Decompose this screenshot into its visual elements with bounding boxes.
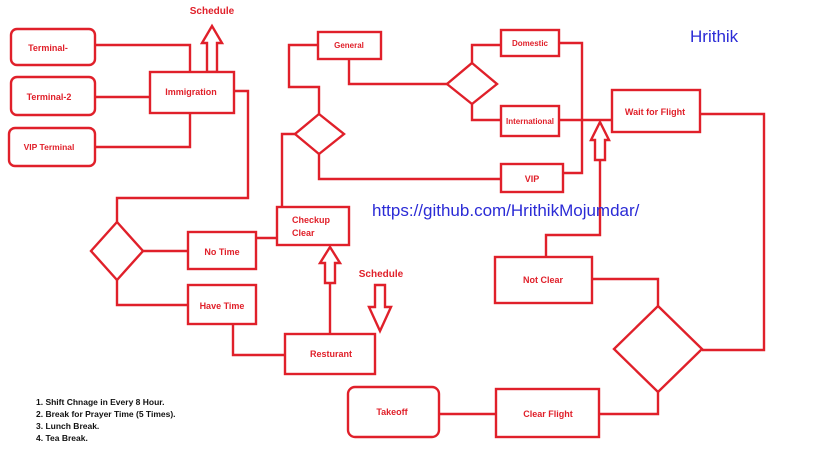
domestic-label: Domestic — [512, 39, 549, 48]
immigration-box — [148, 70, 236, 115]
clear-flight-box — [494, 387, 601, 439]
connector-domestic-wait — [559, 41, 584, 175]
note-item: 3. Lunch Break. — [36, 421, 100, 431]
connector-terminal1-immigration — [95, 43, 192, 72]
notes-list: 1. Shift Chnage in Every 8 Hour. 2. Brea… — [36, 396, 176, 444]
connector-not-clear-wait — [544, 160, 602, 257]
connector-general-type-decision — [347, 59, 447, 86]
checkup-clear-label-line2: Clear — [292, 228, 315, 238]
connector-wait-bottom-decision — [700, 112, 766, 352]
note-item: 2. Break for Prayer Time (5 Times). — [36, 409, 176, 419]
vip-terminal-box — [7, 126, 97, 168]
checkup-clear-box — [275, 205, 351, 247]
arrow-up-icon — [199, 23, 225, 74]
domestic-box — [499, 28, 561, 58]
time-decision-diamond — [89, 220, 145, 282]
connector-general-diamond — [287, 43, 321, 114]
connector-immigration-decision — [115, 89, 250, 222]
takeoff-box — [346, 385, 441, 439]
international-label: International — [506, 117, 554, 126]
clear-flight-label: Clear Flight — [523, 409, 573, 419]
schedule-mid-label: Schedule — [359, 269, 404, 280]
connector-decision-clear-flight — [599, 392, 660, 416]
schedule-top-label: Schedule — [190, 6, 235, 17]
nodes — [7, 27, 702, 439]
wait-for-flight-box — [610, 88, 702, 134]
vip-label: VIP — [525, 174, 540, 184]
immigration-label: Immigration — [165, 87, 217, 97]
terminal1-box — [9, 27, 97, 67]
connector-vip-terminal-immigration — [95, 113, 192, 149]
connector-decision-have-time — [115, 280, 188, 307]
connectors — [95, 41, 766, 416]
general-box — [316, 30, 383, 61]
terminal2-box — [9, 75, 97, 117]
no-time-label: No Time — [204, 247, 239, 257]
vip-box — [499, 162, 565, 194]
no-time-box — [186, 230, 258, 271]
arrow-down-icon — [367, 283, 393, 334]
resturant-box — [283, 332, 377, 376]
connector-have-time-resturant — [231, 324, 285, 357]
connector-decision-domestic — [470, 43, 501, 63]
clearance-decision-diamond — [612, 304, 704, 394]
note-item: 1. Shift Chnage in Every 8 Hour. — [36, 397, 165, 407]
passenger-decision-diamond — [293, 112, 346, 156]
not-clear-box — [493, 255, 594, 305]
note-item: 4. Tea Break. — [36, 433, 88, 443]
author-name: Hrithik — [690, 27, 739, 46]
international-box — [499, 104, 561, 138]
takeoff-label: Takeoff — [376, 407, 408, 417]
decisions — [89, 61, 704, 394]
github-url: https://github.com/HrithikMojumdar/ — [372, 201, 640, 220]
have-time-box — [186, 283, 258, 326]
flight-type-decision-diamond — [445, 61, 499, 106]
connector-checkup-diamond — [280, 132, 297, 207]
connector-diamond-vip — [317, 154, 501, 181]
arrow-up-icon — [589, 119, 611, 162]
general-label: General — [334, 41, 364, 50]
checkup-clear-label-line1: Checkup — [292, 215, 331, 225]
connector-decision-not-clear — [592, 277, 660, 306]
have-time-label: Have Time — [200, 301, 245, 311]
wait-for-flight-label: Wait for Flight — [625, 107, 685, 117]
vip-terminal-label: VIP Terminal — [24, 142, 75, 152]
labels: Terminal- Terminal-2 VIP Terminal Immigr… — [24, 6, 739, 419]
terminal2-label: Terminal-2 — [27, 92, 72, 102]
resturant-label: Resturant — [310, 349, 352, 359]
terminal1-label: Terminal- — [28, 43, 68, 53]
connector-decision-international — [470, 104, 501, 122]
not-clear-label: Not Clear — [523, 275, 564, 285]
schedule-arrows — [199, 23, 611, 334]
arrow-up-icon — [317, 244, 343, 285]
